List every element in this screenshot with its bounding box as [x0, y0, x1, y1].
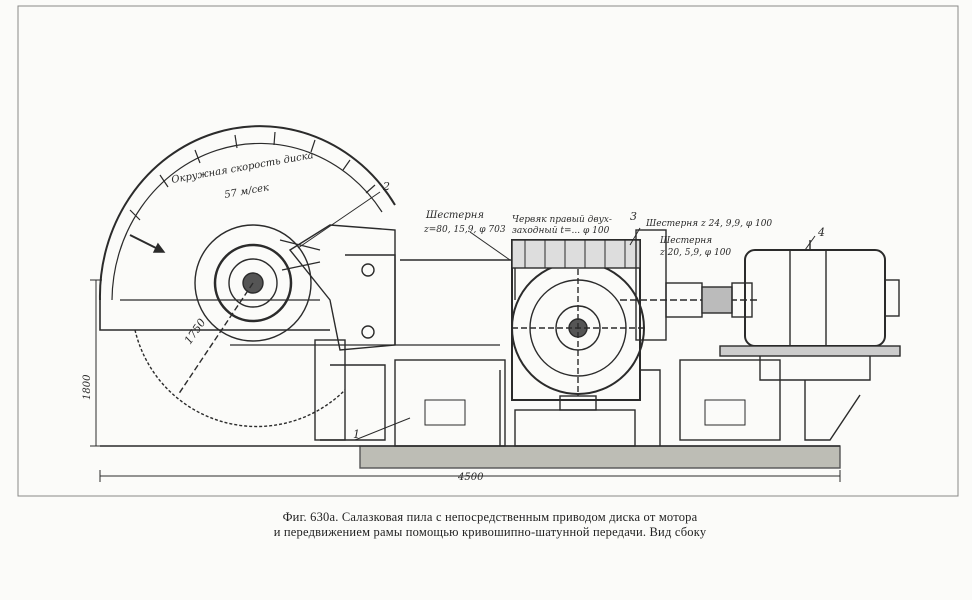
label-gear-1-spec: z=80, 15,9, φ 703 [423, 225, 506, 235]
label-disk-speed-value: 57 м/сек [224, 182, 270, 201]
label-gear-1: Шестерня [425, 210, 484, 221]
electric-motor [719, 240, 901, 441]
callout-2: 2 [382, 180, 390, 193]
label-worm-spec: заходный t=... φ 100 [512, 226, 610, 236]
label-gear-3-spec: z 20, 5,9, φ 100 [659, 248, 731, 258]
support-frames [514, 359, 781, 447]
dimension-1800: 1800 [82, 374, 93, 400]
sliding-frame [230, 224, 516, 447]
base-foundation [100, 445, 841, 469]
label-gear-3: Шестерня [659, 236, 712, 246]
saw-disk [129, 224, 346, 428]
frame-border [17, 5, 959, 497]
gearbox [499, 239, 661, 446]
callout-4: 4 [817, 226, 825, 239]
figure-caption-line-2: и передвижением рамы помощью кривошипно-… [273, 525, 707, 539]
dimension-lines [90, 191, 841, 482]
dimension-1750: 1750 [182, 316, 209, 346]
label-gear-2: Шестерня z 24, 9,9, φ 100 [645, 219, 772, 229]
label-disk-speed: Окружная скорость диска [171, 150, 315, 186]
callout-3: 3 [630, 210, 637, 223]
figure-caption-line-1: Фиг. 630а. Салазковая пила с непосредств… [282, 510, 698, 524]
label-worm: Червяк правый двух- [512, 215, 612, 225]
callout-1: 1 [353, 428, 360, 441]
dimension-4500: 4500 [457, 472, 484, 483]
drive-shaft-coupling [620, 229, 760, 341]
saw-blade-guard [98, 125, 396, 331]
